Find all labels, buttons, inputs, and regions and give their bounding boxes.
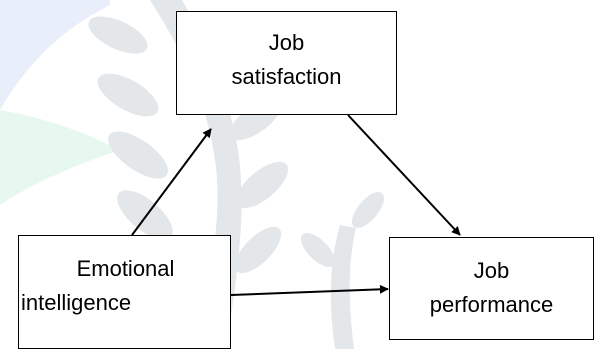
node-label-line2: performance — [429, 292, 554, 317]
node-label-line1: Job — [268, 30, 305, 55]
watermark-green-segment — [0, 110, 120, 205]
node-label-line1: Job — [473, 258, 510, 283]
node-emotional-intelligence: Emotional intelligence — [18, 235, 231, 349]
edge-emotional-to-performance — [230, 284, 389, 296]
watermark-right-stalk — [300, 191, 385, 349]
node-label-line2: intelligence — [21, 290, 132, 315]
watermark-blue-segment — [0, 0, 110, 110]
node-job-satisfaction: Job satisfaction — [176, 11, 397, 115]
node-label-line1: Emotional — [76, 256, 175, 281]
edge-emotional-to-satisfaction — [131, 128, 212, 236]
node-job-performance: Job performance — [389, 237, 594, 340]
edge-satisfaction-to-performance — [347, 114, 461, 236]
node-label-line2: satisfaction — [231, 64, 342, 89]
